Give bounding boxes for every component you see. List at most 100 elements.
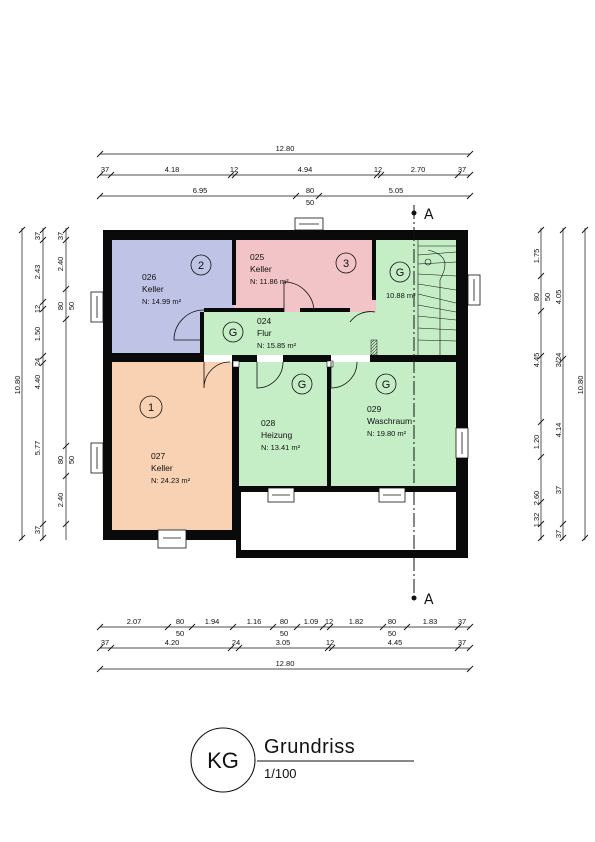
room-labels: 026 Keller N: 14.99 m² 025 Keller N: 11.… [142, 252, 416, 485]
tag-circle-025 [335, 252, 357, 274]
column-marker [232, 360, 240, 368]
dim-bot-r2-3: 3.05 [276, 638, 291, 647]
tag-circle-029 [375, 373, 397, 395]
dim-bot-r1-8: 12 [325, 617, 333, 626]
dim-left-r3-3: 50 [67, 302, 76, 310]
room-028-fill [239, 362, 327, 488]
tag-circle-028 [291, 373, 313, 395]
dimensions-left [18, 226, 70, 542]
dim-right-r2-6: 2.60 [532, 491, 541, 506]
wall-027-028 [232, 355, 239, 530]
dim-bot-r1-5: 80 [280, 617, 288, 626]
dim-top-r2-6: 37 [458, 165, 466, 174]
dim-top-total: 12.80 [276, 144, 295, 153]
dimension-labels-bottom: 2.07 80 50 1.94 1.16 80 50 1.09 12 1.82 … [101, 617, 466, 668]
room-029-name: Waschraum [367, 416, 412, 426]
dim-right-r2-2: 50 [543, 293, 552, 301]
room-024-number: 024 [257, 316, 271, 326]
wall-flur-left [200, 312, 204, 362]
door-026 [173, 309, 205, 341]
dim-bot-r2-5: 4.45 [388, 638, 403, 647]
dim-bot-r1-4: 1.16 [247, 617, 262, 626]
wall-lightwell-top [239, 486, 456, 492]
dimension-labels-left: 10.80 37 2.43 12 1.50 24 4.40 5.77 37 37… [13, 232, 76, 534]
room-stair-area: 10.88 m² [386, 291, 416, 300]
door-027 [203, 361, 231, 389]
dim-bot-r1-3: 1.94 [205, 617, 220, 626]
dim-left-r2-5: 4.40 [33, 375, 42, 390]
wall-flur-top [204, 308, 284, 312]
dim-left-r2-1: 2.43 [33, 265, 42, 280]
dim-top-r3-2: 50 [306, 198, 314, 207]
dim-bot-r2-1: 4.20 [165, 638, 180, 647]
wall-flur-top-2 [300, 308, 350, 312]
room-025-fill [234, 240, 376, 312]
dim-bot-r1-7: 1.09 [304, 617, 319, 626]
tag-027: 1 [148, 402, 154, 414]
door-025 [283, 281, 315, 313]
room-026-name: Keller [142, 284, 164, 294]
dim-top-r3-1: 80 [306, 186, 314, 195]
chimney-hatch [370, 339, 378, 356]
dim-right-r2-0: 1.75 [532, 249, 541, 264]
dim-bot-r2-2: 24 [232, 638, 240, 647]
dimensions-bottom [96, 623, 474, 673]
dim-bot-total: 12.80 [276, 659, 295, 668]
dimensions-top [96, 150, 474, 200]
dim-right-r2-5: 1.20 [532, 435, 541, 450]
dim-right-r2-7: 1.32 [532, 513, 541, 528]
dim-left-r3-6: 2.40 [56, 493, 65, 508]
room-024-area: N: 15.85 m² [257, 341, 297, 350]
windows [90, 217, 481, 549]
title-abbr: KG [207, 748, 239, 773]
dim-bot-r1-6: 50 [280, 629, 288, 638]
dim-right-r2-8: 37 [554, 486, 563, 494]
room-027-area: N: 24.23 m² [151, 476, 191, 485]
dim-bot-r1-11: 50 [388, 629, 396, 638]
tag-circle-027 [139, 395, 163, 419]
dim-left-r2-4: 24 [33, 358, 42, 366]
door-stair [349, 311, 376, 323]
dimension-labels-right: 10.80 1.75 80 50 4.05 4.45 1.20 2.60 1.3… [532, 249, 585, 538]
dimension-labels-top: 12.80 37 4.18 12 4.94 12 2.70 37 6.95 80… [101, 144, 466, 207]
dim-bot-r1-9: 1.82 [349, 617, 364, 626]
dim-left-r2-2: 12 [33, 305, 42, 313]
wall-025-stair [372, 240, 376, 300]
dim-bot-r2-0: 37 [101, 638, 109, 647]
dim-right-r3-0: 3/24 [554, 353, 563, 368]
doors [173, 281, 376, 389]
room-026-number: 026 [142, 272, 156, 282]
room-tag-labels: 2 3 G G 1 G G [148, 258, 404, 414]
wall-right [456, 230, 468, 557]
section-line: A A [411, 205, 434, 608]
dim-bot-r1-0: 2.07 [127, 617, 142, 626]
dim-right-r2-4: 4.45 [532, 353, 541, 368]
tag-025: 3 [343, 258, 349, 270]
dim-bot-r1-10: 80 [388, 617, 396, 626]
dim-right-r3-2: 37 [554, 530, 563, 538]
dim-right-r2-1: 80 [532, 293, 541, 301]
wall-top [103, 230, 468, 240]
dim-top-r2-2: 12 [230, 165, 238, 174]
dim-top-r2-4: 12 [374, 165, 382, 174]
dim-bot-r1-12: 1.83 [423, 617, 438, 626]
room-026-area: N: 14.99 m² [142, 297, 182, 306]
tag-stair: G [396, 267, 405, 279]
room-024-fill [204, 312, 376, 355]
dim-top-r2-3: 4.94 [298, 165, 313, 174]
room-025-number: 025 [250, 252, 264, 262]
dim-top-r3-0: 6.95 [193, 186, 208, 195]
section-label-top: A [424, 207, 434, 223]
dim-left-r3-4: 80 [56, 456, 65, 464]
title-circle [190, 727, 256, 793]
dim-top-r2-0: 37 [101, 165, 109, 174]
wall-bottom-right [236, 550, 468, 558]
room-029-number: 029 [367, 404, 381, 414]
dim-left-r3-0: 37 [56, 232, 65, 240]
room-025-area: N: 11.86 m² [250, 277, 289, 286]
title-scale: 1/100 [264, 766, 297, 781]
door-029 [330, 361, 358, 389]
dim-top-r2-1: 4.18 [165, 165, 180, 174]
section-label-bottom: A [424, 592, 434, 608]
wall-flur-bottom-a [239, 355, 257, 362]
